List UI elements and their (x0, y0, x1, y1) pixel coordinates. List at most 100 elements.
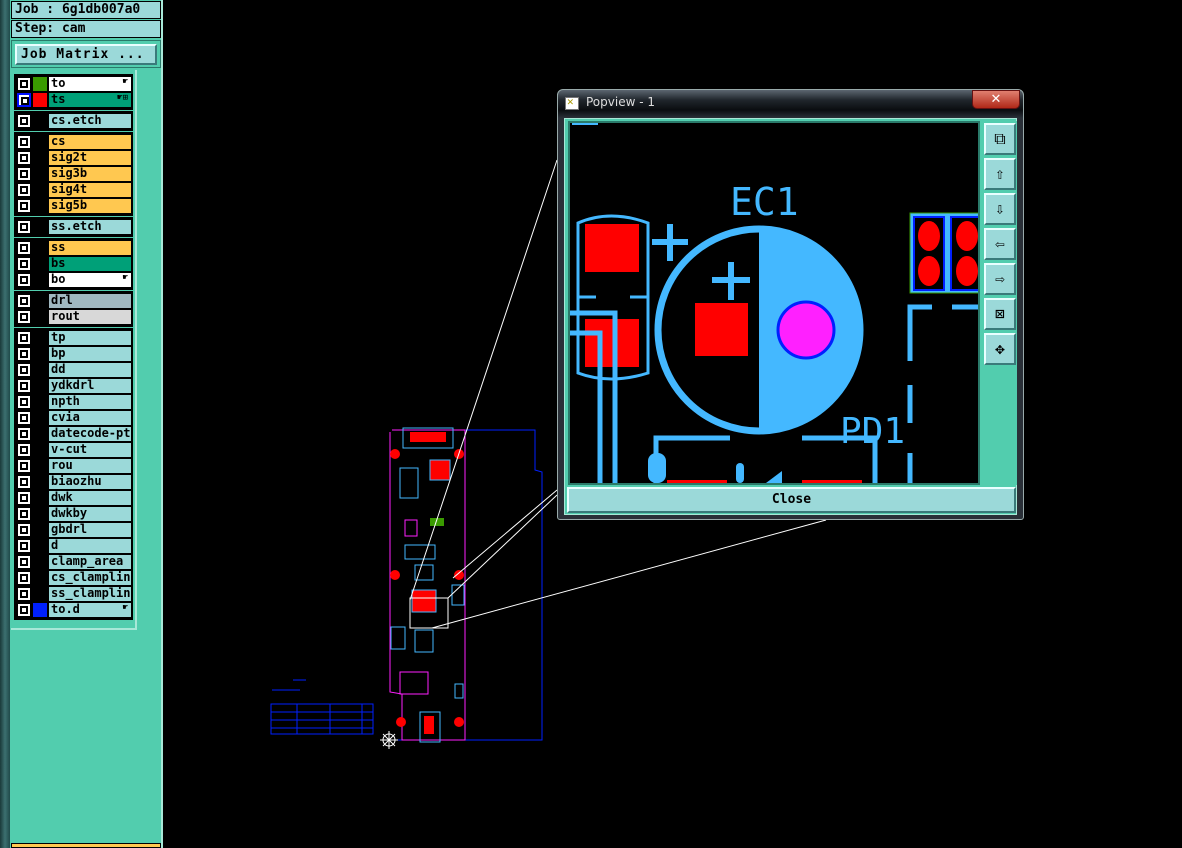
layer-name[interactable]: bs (49, 257, 131, 271)
window-close-button[interactable]: ✕ (972, 90, 1020, 109)
layer-color-swatch[interactable] (33, 77, 47, 91)
move-right-icon[interactable]: ⇨ (984, 263, 1016, 295)
layer-checkbox[interactable] (17, 167, 31, 181)
layer-row-d[interactable]: d (16, 538, 131, 554)
layer-color-swatch[interactable] (33, 443, 47, 457)
layer-list-scrollbar[interactable] (137, 70, 161, 842)
layer-row-ss[interactable]: ss (16, 240, 131, 256)
layer-color-swatch[interactable] (33, 587, 47, 601)
layer-checkbox[interactable] (17, 571, 31, 585)
layer-color-swatch[interactable] (33, 539, 47, 553)
layer-name[interactable]: sig3b (49, 167, 131, 181)
layer-color-swatch[interactable] (33, 491, 47, 505)
layer-color-swatch[interactable] (33, 555, 47, 569)
job-matrix-button[interactable]: Job Matrix ... (15, 44, 157, 65)
layer-color-swatch[interactable] (33, 93, 47, 107)
layer-name[interactable]: ts (49, 93, 131, 107)
layer-color-swatch[interactable] (33, 427, 47, 441)
layer-checkbox[interactable] (17, 459, 31, 473)
layer-color-swatch[interactable] (33, 363, 47, 377)
layer-name[interactable]: npth (49, 395, 131, 409)
layer-color-swatch[interactable] (33, 523, 47, 537)
layer-name[interactable]: v-cut (49, 443, 131, 457)
layer-checkbox[interactable] (17, 294, 31, 308)
layer-color-swatch[interactable] (33, 310, 47, 324)
layer-color-swatch[interactable] (33, 331, 47, 345)
zoom-fit-icon[interactable]: ⊠ (984, 298, 1016, 330)
layer-checkbox[interactable] (17, 347, 31, 361)
layer-color-swatch[interactable] (33, 220, 47, 234)
layer-checkbox[interactable] (17, 331, 31, 345)
move-down-icon[interactable]: ⇩ (984, 193, 1016, 225)
layer-color-swatch[interactable] (33, 241, 47, 255)
layer-row-dd[interactable]: dd (16, 362, 131, 378)
layer-checkbox[interactable] (17, 273, 31, 287)
layer-row-sig4t[interactable]: sig4t (16, 182, 131, 198)
layer-row-to[interactable]: to☛ (16, 76, 131, 92)
layer-color-swatch[interactable] (33, 475, 47, 489)
layer-checkbox[interactable] (17, 199, 31, 213)
layer-color-swatch[interactable] (33, 507, 47, 521)
layer-checkbox[interactable] (17, 151, 31, 165)
layer-name[interactable]: ss_clampline (49, 587, 131, 601)
layer-checkbox[interactable] (17, 507, 31, 521)
layer-checkbox[interactable] (17, 220, 31, 234)
layer-color-swatch[interactable] (33, 135, 47, 149)
layer-color-swatch[interactable] (33, 294, 47, 308)
popout-icon[interactable]: ⧉ (984, 123, 1016, 155)
layer-checkbox[interactable] (17, 427, 31, 441)
layer-name[interactable]: to (49, 77, 131, 91)
layer-name[interactable]: bo (49, 273, 131, 287)
layer-checkbox[interactable] (17, 603, 31, 617)
popview-canvas[interactable]: EC1 PD1 (568, 121, 980, 485)
layer-row-v-cut[interactable]: v-cut (16, 442, 131, 458)
layer-name[interactable]: sig5b (49, 199, 131, 213)
layer-row-datecode-pte[interactable]: datecode-pte (16, 426, 131, 442)
layer-name[interactable]: datecode-pte (49, 427, 131, 441)
layer-row-cs_clampline[interactable]: cs_clampline (16, 570, 131, 586)
layer-name[interactable]: dwk (49, 491, 131, 505)
layer-checkbox[interactable] (17, 555, 31, 569)
layer-checkbox[interactable] (17, 475, 31, 489)
layer-row-bp[interactable]: bp (16, 346, 131, 362)
layer-row-npth[interactable]: npth (16, 394, 131, 410)
layer-name[interactable]: sig4t (49, 183, 131, 197)
layer-checkbox[interactable] (17, 491, 31, 505)
layer-color-swatch[interactable] (33, 167, 47, 181)
layer-row-dwk[interactable]: dwk (16, 490, 131, 506)
pan-icon[interactable]: ✥ (984, 333, 1016, 365)
layer-name[interactable]: d (49, 539, 131, 553)
layer-row-biaozhu[interactable]: biaozhu (16, 474, 131, 490)
popview-window[interactable]: Popview - 1 ✕ EC1 PD (557, 89, 1024, 520)
layer-row-to.d[interactable]: to.d☛ (16, 602, 131, 618)
layer-row-sig3b[interactable]: sig3b (16, 166, 131, 182)
layer-checkbox[interactable] (17, 443, 31, 457)
layer-row-clamp_area[interactable]: clamp_area (16, 554, 131, 570)
layer-checkbox[interactable] (17, 241, 31, 255)
layer-checkbox[interactable] (17, 114, 31, 128)
layer-name[interactable]: to.d (49, 603, 131, 617)
layer-checkbox[interactable] (17, 363, 31, 377)
layer-color-swatch[interactable] (33, 603, 47, 617)
layer-row-cvia[interactable]: cvia (16, 410, 131, 426)
layer-color-swatch[interactable] (33, 459, 47, 473)
layer-row-sig5b[interactable]: sig5b (16, 198, 131, 214)
layer-checkbox[interactable] (17, 135, 31, 149)
layer-name[interactable]: gbdrl (49, 523, 131, 537)
layer-checkbox[interactable] (17, 77, 31, 91)
layer-color-swatch[interactable] (33, 571, 47, 585)
layer-checkbox[interactable] (17, 523, 31, 537)
layer-color-swatch[interactable] (33, 199, 47, 213)
layer-row-rou[interactable]: rou (16, 458, 131, 474)
move-up-icon[interactable]: ⇧ (984, 158, 1016, 190)
layer-color-swatch[interactable] (33, 411, 47, 425)
layer-name[interactable]: rou (49, 459, 131, 473)
layer-checkbox[interactable] (17, 411, 31, 425)
layer-name[interactable]: cs_clampline (49, 571, 131, 585)
layer-row-ss_clampline[interactable]: ss_clampline (16, 586, 131, 602)
layer-row-gbdrl[interactable]: gbdrl (16, 522, 131, 538)
layer-row-ydkdrl[interactable]: ydkdrl (16, 378, 131, 394)
layer-checkbox[interactable] (17, 379, 31, 393)
layer-checkbox[interactable] (17, 93, 31, 107)
close-button[interactable]: Close (567, 487, 1016, 513)
